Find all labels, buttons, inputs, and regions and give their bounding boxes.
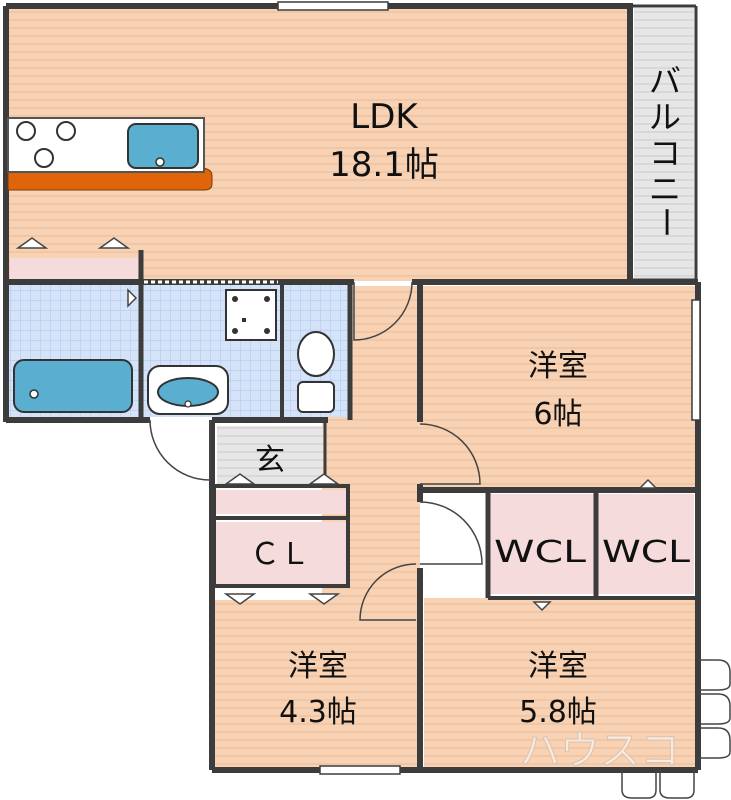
entrance-floor xyxy=(217,426,323,484)
balcony-label: バ ル コ ニ ー xyxy=(647,62,685,238)
svg-text:ニ: ニ xyxy=(649,170,681,208)
kitchen-counter xyxy=(7,117,213,191)
watermark-text: ハウスコ xyxy=(520,728,680,774)
balcony-floor xyxy=(634,8,694,280)
ldk-storage-shelf xyxy=(10,258,138,280)
washbasin xyxy=(147,365,229,415)
ldk-name: LDK xyxy=(350,97,419,137)
windows xyxy=(277,1,701,775)
shoe-shelf xyxy=(216,490,346,514)
wcl-right-floor xyxy=(598,494,694,594)
bedroom-ne-size: 6帖 xyxy=(533,397,582,432)
wcl-left-label: WCL xyxy=(494,535,586,570)
doors xyxy=(144,280,731,799)
wcl-left-floor xyxy=(490,494,594,594)
bedroom-sw-size: 4.3帖 xyxy=(279,695,357,730)
svg-text:バ: バ xyxy=(649,62,681,100)
bedroom-sw-floor xyxy=(211,600,418,768)
svg-text:コ: コ xyxy=(649,134,681,172)
entrance-label: 玄 xyxy=(255,443,285,478)
closet-floor xyxy=(216,522,346,584)
bedroom-se-size: 5.8帖 xyxy=(519,695,597,730)
svg-text:ル: ル xyxy=(649,98,681,136)
bedroom-se-name: 洋室 xyxy=(528,649,588,684)
ldk-size: 18.1帖 xyxy=(329,145,439,185)
closet-label: ＣＬ xyxy=(250,537,310,572)
washing-machine-pan xyxy=(225,289,277,341)
svg-text:ー: ー xyxy=(647,206,685,238)
walls xyxy=(3,3,701,773)
shelf-markers xyxy=(15,237,658,612)
bedroom-sw-name: 洋室 xyxy=(288,649,348,684)
toilet xyxy=(297,331,335,413)
bathtub xyxy=(13,359,133,413)
bedroom-se-floor xyxy=(424,598,696,768)
bedroom-ne-name: 洋室 xyxy=(528,349,588,384)
wcl-right-label: WCL xyxy=(602,535,690,570)
bedroom-ne-floor xyxy=(420,286,696,491)
